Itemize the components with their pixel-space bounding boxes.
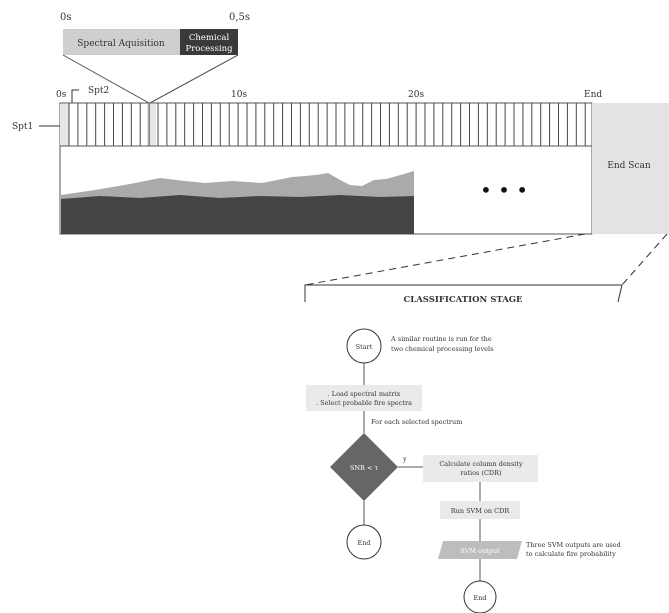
top-end-label: 0,5s [229,12,250,23]
timeline-label-20s: 20s [408,90,424,100]
end-scan-label: End Scan [607,161,651,171]
run-svm-label: Run SVM on CDR [451,507,511,515]
load-spectral-box [306,385,422,411]
end-node-left [346,524,382,560]
classification-title: CLASSIFICATION STAGE [403,295,523,305]
timeline-label-10s: 10s [231,90,247,100]
scan-ticks [68,103,586,146]
chemical-label-line2: Processing [185,44,233,54]
chemical-label-line1: Chemical [189,33,230,43]
cdr-box [423,455,538,482]
end-scan-box [592,103,669,234]
spt1-cell [60,104,69,146]
highlight-cell [147,104,156,146]
class-zoom-line-right [621,233,668,286]
load-line1: . Load spectral matrix [328,390,401,398]
acquisition-box [63,29,180,55]
end-bottom-label: End [473,594,486,602]
svm-note-line2: to calculate fire probability [526,550,616,558]
zoom-line-right [149,54,239,104]
classification-bracket [304,284,623,303]
svm-output-label: SVM output [460,547,500,555]
svm-note-line1: Three SVM outputs are used [526,541,621,549]
chemical-processing-box [180,29,238,55]
load-line2: . Select probable fire spectra [316,399,412,407]
run-svm-box [440,501,520,519]
cdr-line1: Calculate column density [439,460,523,468]
class-zoom-line-left [304,233,586,286]
spt2-label: Spt2 [88,86,109,96]
for-each-label: For each selected spectrum [371,418,462,426]
timeline-label-0s: 0s [56,90,67,100]
yes-label: y [402,455,407,463]
timeline-label-end: End [584,90,602,100]
acquisition-label: Spectral Aquisition [77,39,165,49]
decision-label: SNR < τ [350,464,379,472]
start-note-line1: A similar routine is run for the [390,335,492,343]
decision-diamond [330,433,398,501]
cdr-line2: ratios (CDR) [460,469,502,477]
zoom-line-left [62,54,150,104]
end-left-label: End [357,539,370,547]
svm-output-shape [438,541,522,559]
end-node-bottom [463,580,497,613]
spt1-label: Spt1 [12,122,33,132]
spt2-marker [71,89,79,103]
ellipsis: • • • [480,178,528,202]
start-note-line2: two chemical processing levels [391,345,493,353]
landscape-image [61,147,414,234]
top-start-label: 0s [60,12,72,23]
start-label: Start [356,343,373,351]
